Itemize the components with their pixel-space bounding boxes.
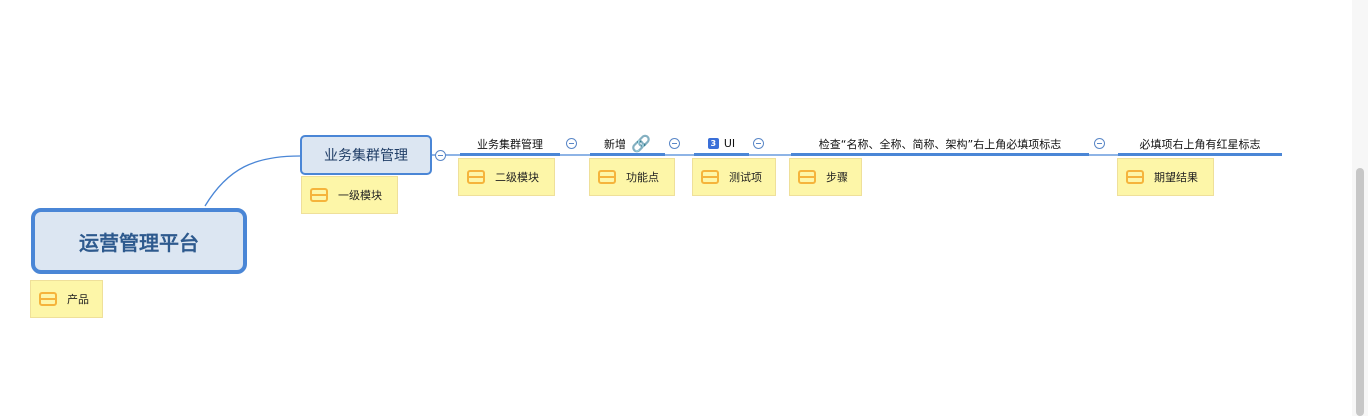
topic-text: 新增: [604, 137, 627, 151]
chain-label-text: 步骤: [826, 171, 848, 184]
priority-badge: 3: [707, 138, 719, 149]
level1-title: 业务集群管理: [324, 148, 408, 164]
chain-label[interactable]: 步骤: [789, 158, 862, 196]
topic-test-item[interactable]: 3 UI: [694, 134, 749, 156]
level1-topic[interactable]: 业务集群管理: [300, 135, 432, 175]
chain-label-text: 测试项: [729, 171, 762, 184]
topic-expected-result[interactable]: 必填项右上角有红星标志: [1118, 134, 1282, 156]
scrollbar-thumb[interactable]: [1356, 168, 1364, 416]
root-title: 运营管理平台: [79, 230, 199, 255]
label-icon: [798, 170, 816, 184]
label-icon: [467, 170, 485, 184]
root-label-text: 产品: [67, 293, 89, 306]
root-connector: [204, 155, 301, 207]
chain-label[interactable]: 测试项: [692, 158, 776, 196]
topic-text: 业务集群管理: [477, 137, 543, 151]
collapse-button[interactable]: [1094, 138, 1105, 149]
label-icon: [701, 170, 719, 184]
topic-step[interactable]: 检查“名称、全称、简称、架构”右上角必填项标志: [791, 134, 1089, 156]
level1-label-text: 一级模块: [338, 189, 382, 202]
topic-feature[interactable]: 新增 🔗: [590, 134, 665, 156]
label-icon: [598, 170, 616, 184]
root-topic[interactable]: 运营管理平台: [31, 208, 247, 274]
chain-label[interactable]: 二级模块: [458, 158, 555, 196]
topic-secondary-module[interactable]: 业务集群管理: [460, 134, 560, 156]
collapse-button[interactable]: [669, 138, 680, 149]
label-icon: [310, 188, 328, 202]
chain-label-text: 二级模块: [495, 171, 539, 184]
link-icon[interactable]: 🔗: [631, 133, 651, 153]
chain-label[interactable]: 期望结果: [1117, 158, 1214, 196]
chain-label-text: 功能点: [626, 171, 659, 184]
collapse-button[interactable]: [566, 138, 577, 149]
chain-label[interactable]: 功能点: [589, 158, 675, 196]
label-icon: [39, 292, 57, 306]
collapse-button[interactable]: [435, 150, 446, 161]
root-label[interactable]: 产品: [30, 280, 103, 318]
chain-label-text: 期望结果: [1154, 171, 1198, 184]
collapse-button[interactable]: [753, 138, 764, 149]
vertical-scrollbar[interactable]: [1352, 0, 1368, 416]
topic-text: 必填项右上角有红星标志: [1139, 137, 1261, 151]
topic-text: 检查“名称、全称、简称、架构”右上角必填项标志: [818, 137, 1062, 151]
label-icon: [1126, 170, 1144, 184]
topic-text: UI: [723, 137, 736, 150]
level1-label[interactable]: 一级模块: [301, 176, 398, 214]
